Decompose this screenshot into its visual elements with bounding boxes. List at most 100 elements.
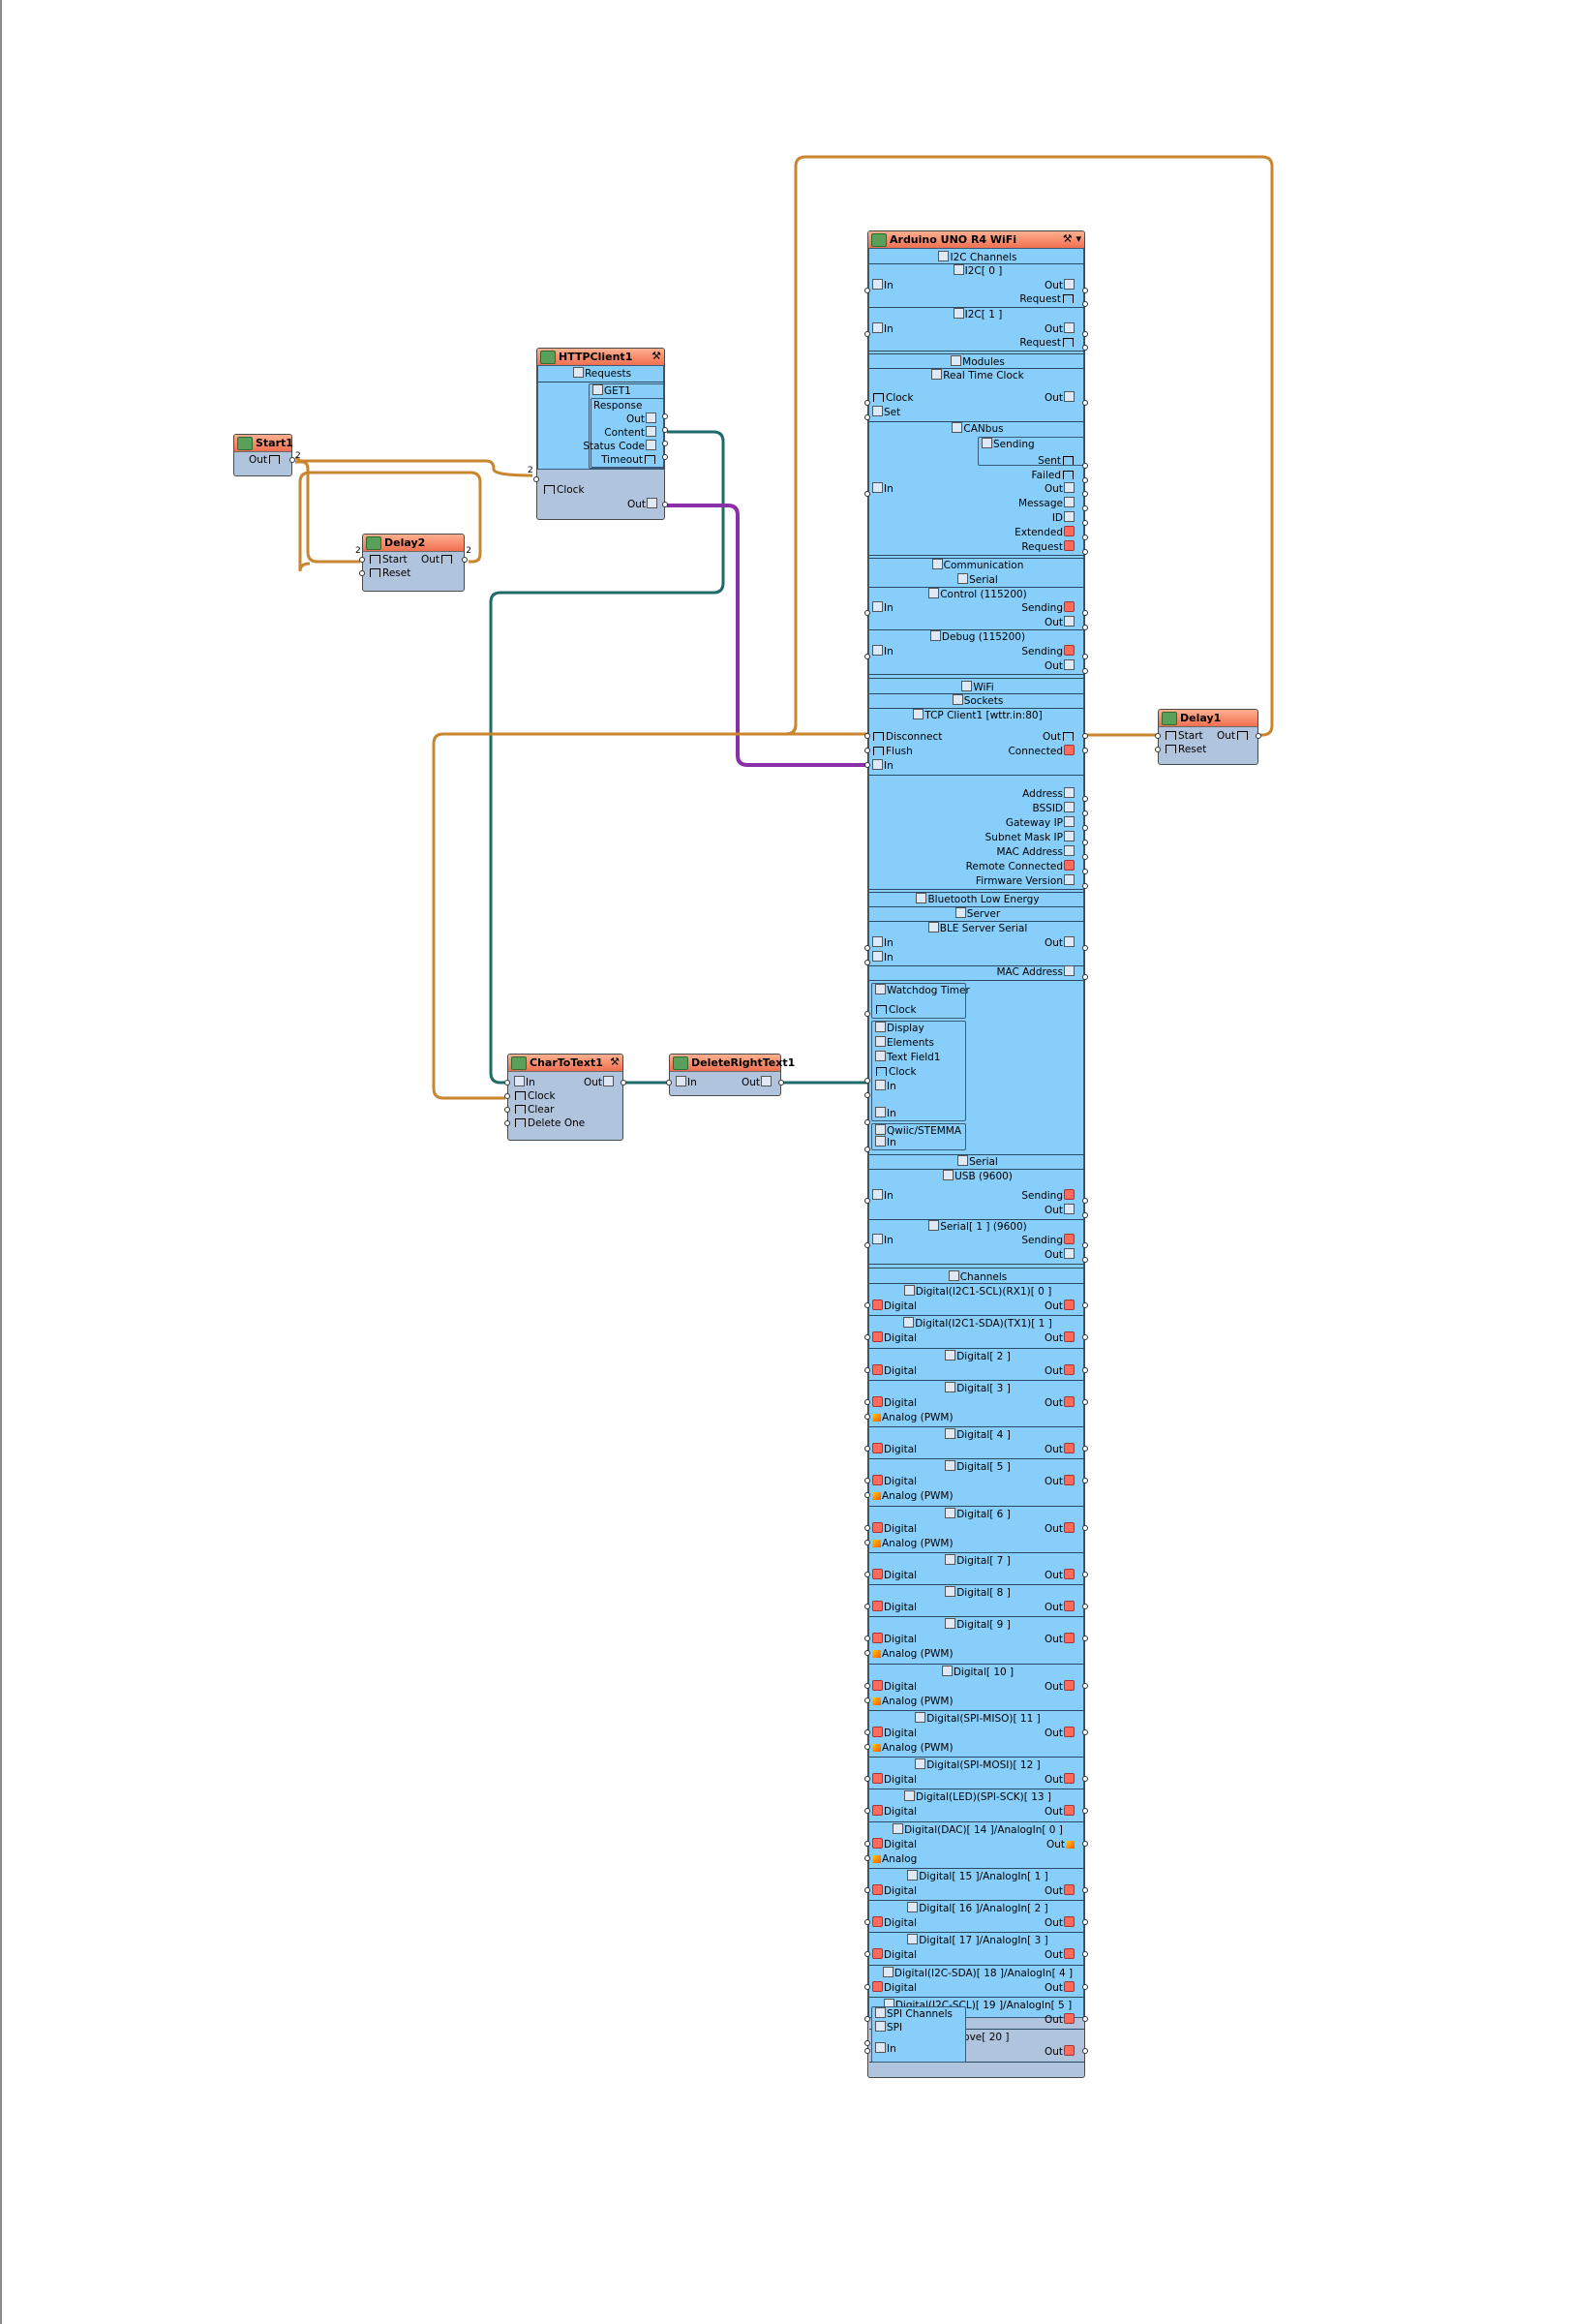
rtc-set-pin[interactable] <box>864 414 870 420</box>
delay1-out-pin[interactable] <box>1256 733 1261 739</box>
delay2-out-pin[interactable] <box>462 557 468 563</box>
pin-out-pin[interactable] <box>1082 1776 1088 1782</box>
ble-out-pin[interactable] <box>1082 945 1088 951</box>
pin-digital-input-pin[interactable] <box>864 1334 870 1341</box>
usb-in-pin[interactable] <box>864 1198 870 1204</box>
delay2-title[interactable]: Delay2 <box>363 535 464 552</box>
pin-digital-input-pin[interactable] <box>864 1840 870 1847</box>
wifi-gateway-pin[interactable] <box>1082 825 1088 831</box>
i2c1-request-pin[interactable] <box>1082 345 1088 351</box>
canbus-id-pin[interactable] <box>1082 520 1088 526</box>
pin-out-pin[interactable] <box>1082 1919 1088 1926</box>
wire-http-out-to-tcp-in[interactable] <box>667 504 869 767</box>
pin-out-pin[interactable] <box>1082 1478 1088 1484</box>
pin-digital-input-pin[interactable] <box>864 2048 870 2055</box>
pin-out-pin[interactable] <box>1082 1571 1088 1577</box>
http-timeout-pin[interactable] <box>662 454 668 460</box>
pin-digital-input-pin[interactable] <box>864 1446 870 1452</box>
i2c0-out-pin[interactable] <box>1082 288 1088 293</box>
arduino-board-component[interactable]: Arduino UNO R4 WiFi⚒ ▾ I2C Channels I2C[… <box>864 230 1088 2078</box>
wire-start-to-delay2[interactable] <box>295 460 360 564</box>
qwiic-in-pin[interactable] <box>864 1147 870 1152</box>
pin-digital-input-pin[interactable] <box>864 1302 870 1308</box>
serial1-out-pin[interactable] <box>1082 1257 1088 1263</box>
deleterighttext1-component[interactable]: DeleteRightText1 In Out <box>666 1054 795 1096</box>
delay2-reset-pin[interactable] <box>359 570 365 576</box>
wire-disconnect-to-chartotext-clock[interactable] <box>432 723 798 1100</box>
tcp-in-pin[interactable] <box>864 762 870 768</box>
pin-out-pin[interactable] <box>1082 1334 1088 1341</box>
chartotext1-title[interactable]: CharToText1⚒ <box>508 1055 622 1072</box>
httpclient1-component[interactable]: HTTPClient1⚒ Requests GET1 Response Out … <box>528 348 668 520</box>
pin-out-pin[interactable] <box>1082 1398 1088 1405</box>
pin-out-pin[interactable] <box>1082 2016 1088 2022</box>
wifi-firmware-pin[interactable] <box>1082 883 1088 889</box>
canbus-request-pin[interactable] <box>1082 549 1088 555</box>
pin-out-pin[interactable] <box>1082 1951 1088 1958</box>
debug-out-pin[interactable] <box>1082 668 1088 674</box>
start1-component[interactable]: Start1 Out 2 <box>233 434 301 476</box>
wrench-icon[interactable]: ⚒ <box>651 350 661 362</box>
watchdog-clock-pin[interactable] <box>864 1011 870 1017</box>
pin-digital-input-pin[interactable] <box>864 1728 870 1735</box>
http-clock-pin[interactable] <box>533 476 539 482</box>
delay1-start-pin[interactable] <box>1155 733 1161 739</box>
i2c0-request-pin[interactable] <box>1082 301 1088 307</box>
wire-start-to-http-clock[interactable] <box>294 456 533 477</box>
canbus-sent-pin[interactable] <box>1082 463 1088 469</box>
pin-analog-input-pin[interactable] <box>864 1650 870 1657</box>
usb-sending-pin[interactable] <box>1082 1198 1088 1204</box>
textfield-in-pin[interactable] <box>864 1092 870 1098</box>
canbus-message-pin[interactable] <box>1082 505 1088 511</box>
wrench-icon[interactable]: ⚒ ▾ <box>1062 232 1081 245</box>
pin-digital-input-pin[interactable] <box>864 1604 870 1610</box>
tcp-flush-pin[interactable] <box>864 748 870 753</box>
pin-analog-input-pin[interactable] <box>864 1854 870 1861</box>
debug-sending-pin[interactable] <box>1082 654 1088 659</box>
pin-out-pin[interactable] <box>1082 1446 1088 1452</box>
canbus-out-pin[interactable] <box>1082 491 1088 497</box>
pin-out-pin[interactable] <box>1082 1840 1088 1847</box>
rtc-out-pin[interactable] <box>1082 400 1088 406</box>
deleterighttext1-title[interactable]: DeleteRightText1 <box>670 1055 795 1072</box>
spi-in-pin[interactable] <box>864 2040 870 2046</box>
canbus-in-pin[interactable] <box>864 491 870 497</box>
canbus-extended-pin[interactable] <box>1082 535 1088 540</box>
http-content-pin[interactable] <box>662 427 668 433</box>
http-out-pin[interactable] <box>662 413 668 419</box>
pin-digital-input-pin[interactable] <box>864 1366 870 1373</box>
wifi-bssid-pin[interactable] <box>1082 810 1088 816</box>
pin-out-pin[interactable] <box>1082 2048 1088 2055</box>
pin-out-pin[interactable] <box>1082 1728 1088 1735</box>
pin-digital-input-pin[interactable] <box>864 1478 870 1484</box>
wrench-icon[interactable]: ⚒ <box>610 1055 620 1068</box>
pin-digital-input-pin[interactable] <box>864 1776 870 1782</box>
serial1-in-pin[interactable] <box>864 1242 870 1248</box>
http-status-pin[interactable] <box>662 441 668 446</box>
pin-analog-input-pin[interactable] <box>864 1539 870 1545</box>
chartotext1-component[interactable]: CharToText1⚒ In Clock Clear Delete One O… <box>504 1054 626 1141</box>
control-out-pin[interactable] <box>1082 625 1088 630</box>
pin-out-pin[interactable] <box>1082 1604 1088 1610</box>
chartotext-delete-pin[interactable] <box>504 1120 510 1126</box>
wifi-mac-pin[interactable] <box>1082 854 1088 860</box>
chartotext-clear-pin[interactable] <box>504 1107 510 1113</box>
pin-digital-input-pin[interactable] <box>864 1398 870 1405</box>
i2c0-in-pin[interactable] <box>864 288 870 293</box>
pin-digital-input-pin[interactable] <box>864 1886 870 1893</box>
wifi-remote-pin[interactable] <box>1082 869 1088 874</box>
pin-analog-input-pin[interactable] <box>864 1413 870 1420</box>
textfield-clock-pin[interactable] <box>864 1078 870 1084</box>
control-in-pin[interactable] <box>864 610 870 616</box>
pin-digital-input-pin[interactable] <box>864 1682 870 1689</box>
wifi-subnet-pin[interactable] <box>1082 840 1088 845</box>
pin-digital-input-pin[interactable] <box>864 1808 870 1815</box>
tcp-disconnect-pin[interactable] <box>864 733 870 739</box>
wifi-address-pin[interactable] <box>1082 796 1088 802</box>
display-in-pin[interactable] <box>864 1119 870 1125</box>
serial1-sending-pin[interactable] <box>1082 1242 1088 1248</box>
pin-out-pin[interactable] <box>1082 1636 1088 1642</box>
httpclient1-title[interactable]: HTTPClient1⚒ <box>537 349 664 366</box>
pin-out-pin[interactable] <box>1082 1886 1088 1893</box>
pin-digital-input-pin[interactable] <box>864 1524 870 1531</box>
